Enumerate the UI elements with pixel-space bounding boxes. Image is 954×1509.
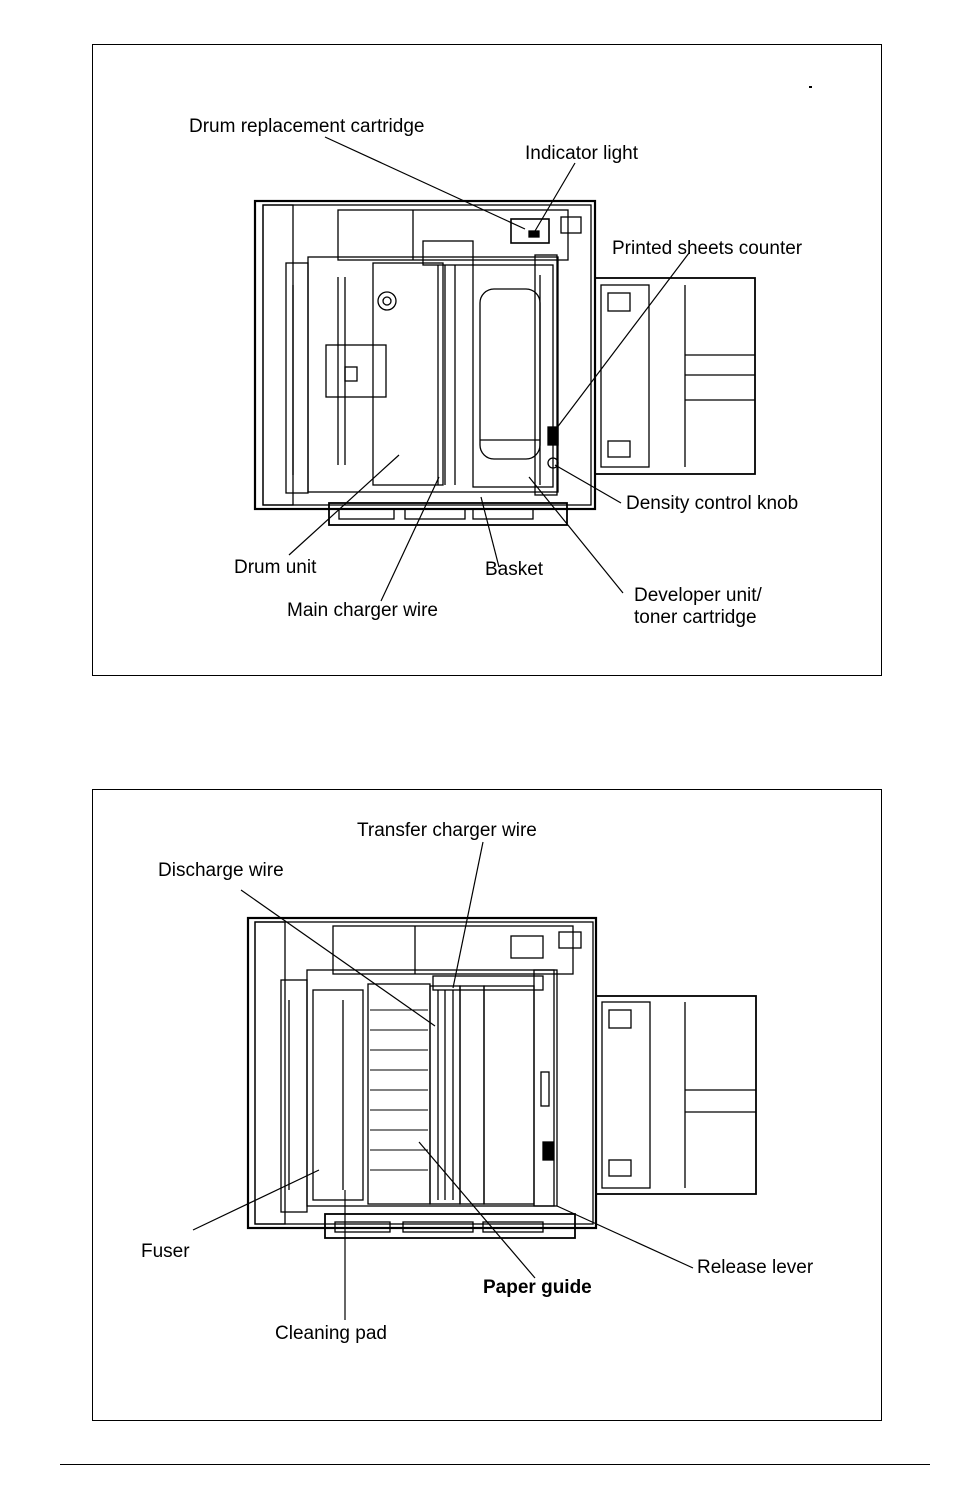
- label-density-control-knob: Density control knob: [626, 493, 799, 514]
- printer-open-top-illustration: [253, 136, 756, 602]
- label-discharge-wire: Discharge wire: [158, 860, 284, 881]
- label-printed-sheets-counter: Printed sheets counter: [612, 238, 803, 259]
- label-indicator-light: Indicator light: [525, 143, 639, 164]
- printer-open-bottom-illustration: [192, 841, 757, 1320]
- label-drum-unit: Drum unit: [234, 557, 317, 578]
- label-cleaning-pad: Cleaning pad: [275, 1323, 387, 1344]
- label-fuser: Fuser: [141, 1241, 190, 1262]
- bottom-diagram-panel: Transfer charger wire Discharge wire Fus…: [92, 789, 882, 1421]
- label-basket: Basket: [485, 559, 544, 580]
- label-transfer-charger-wire: Transfer charger wire: [357, 820, 537, 841]
- footer-rule: [60, 1464, 930, 1465]
- label-main-charger-wire: Main charger wire: [287, 600, 438, 621]
- label-release-lever: Release lever: [697, 1257, 814, 1278]
- label-developer-unit-toner-cartridge: Developer unit/ toner cartridge: [634, 585, 762, 628]
- label-paper-guide: Paper guide: [483, 1277, 592, 1298]
- scan-speck: [809, 86, 812, 88]
- top-diagram-panel: Drum replacement cartridge Indicator lig…: [92, 44, 882, 676]
- label-drum-replacement-cartridge: Drum replacement cartridge: [189, 116, 425, 137]
